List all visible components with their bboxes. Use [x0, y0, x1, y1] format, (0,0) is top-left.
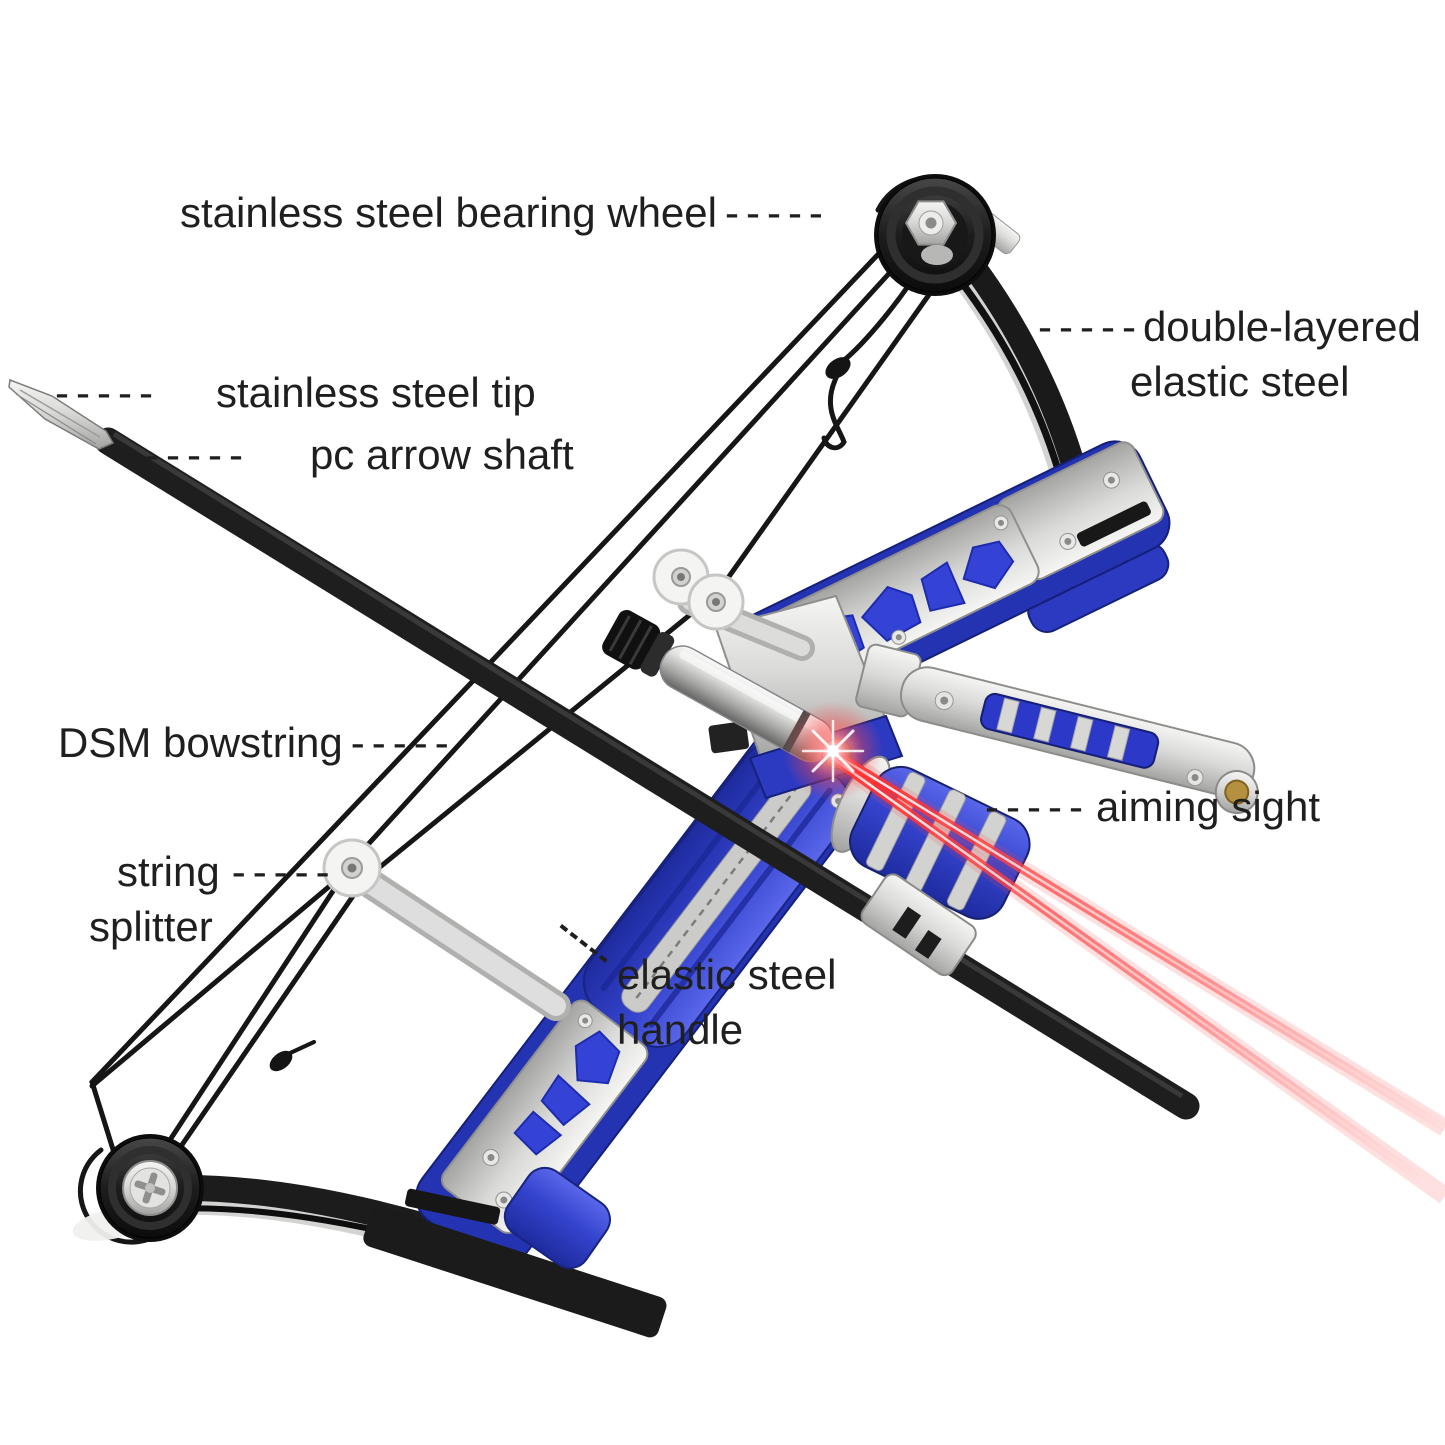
- axle-hex-nut: [904, 200, 958, 246]
- lower-truss-cutouts: [513, 1030, 621, 1156]
- aiming-sight-bracket: [855, 643, 1259, 815]
- arrow: [8, 378, 1200, 1120]
- leader-double-layered: -----: [1038, 303, 1143, 350]
- reel-crown: [860, 873, 977, 977]
- callout-string-splitter-line1: string: [117, 848, 220, 895]
- callout-double-layered-line2: elastic steel: [1130, 357, 1350, 405]
- callout-steel-tip-label: stainless steel tip: [215, 369, 536, 416]
- callout-bearing-wheel-label: stainless steel bearing wheel: [180, 189, 717, 236]
- callout-aiming-sight-label: aiming sight: [1095, 783, 1321, 830]
- leader-aiming-sight: -----: [985, 783, 1090, 830]
- leader-bowstring: -----: [350, 719, 456, 766]
- top-bearing-wheel: [874, 174, 1021, 296]
- callout-bearing-wheel: stainless steel bearing wheel-----: [180, 186, 830, 241]
- callout-steel-tip: ----- stainless steel tip: [55, 366, 536, 421]
- leader-string-splitter: -----: [231, 848, 337, 895]
- bottom-bearing-wheel: [96, 1134, 204, 1242]
- bowstring-split-left: [89, 871, 347, 1089]
- riser-foot-bumper: [503, 1166, 611, 1270]
- string-knot-lower-tail: [286, 1040, 316, 1056]
- cable-guide-rollers: [652, 548, 815, 661]
- callout-double-layered: -----double-layered elastic steel: [1038, 300, 1421, 409]
- callout-handle: elastic steel handle: [617, 948, 836, 1057]
- callout-string-splitter: string----- splitter: [89, 845, 337, 954]
- string-splitter: [322, 838, 571, 1021]
- leader-arrow-shaft: -----: [145, 431, 250, 478]
- callout-arrow-shaft: ----- pc arrow shaft: [145, 428, 574, 483]
- leader-bearing-wheel: -----: [724, 189, 830, 236]
- laser-beam: [783, 701, 1445, 1204]
- string-knot-lower: [269, 1050, 293, 1072]
- callout-string-splitter-line2: splitter: [89, 902, 213, 950]
- callout-bowstring: DSM bowstring-----: [58, 716, 456, 771]
- string-knot-tail: [821, 375, 847, 451]
- leader-steel-tip: -----: [55, 369, 160, 416]
- riser-foot-slot: [405, 1188, 501, 1225]
- string-knot-top: [825, 357, 851, 379]
- callout-handle-line1: elastic steel: [617, 951, 837, 998]
- bowstring-cable-guided: [172, 279, 941, 1158]
- callout-double-layered-line1: double-layered: [1142, 303, 1421, 350]
- callout-handle-line2: handle: [617, 1005, 744, 1053]
- callout-bowstring-label: DSM bowstring: [58, 719, 343, 766]
- callout-arrow-shaft-label: pc arrow shaft: [309, 431, 574, 478]
- riser-foot-base: [363, 1206, 667, 1338]
- limb-pocket-slot: [1076, 501, 1151, 547]
- arrow-shaft: [94, 427, 1200, 1120]
- laser-star: [801, 719, 865, 783]
- bowstring-cable-long: [89, 243, 889, 1175]
- callout-aiming-sight: -----aiming sight: [985, 780, 1320, 835]
